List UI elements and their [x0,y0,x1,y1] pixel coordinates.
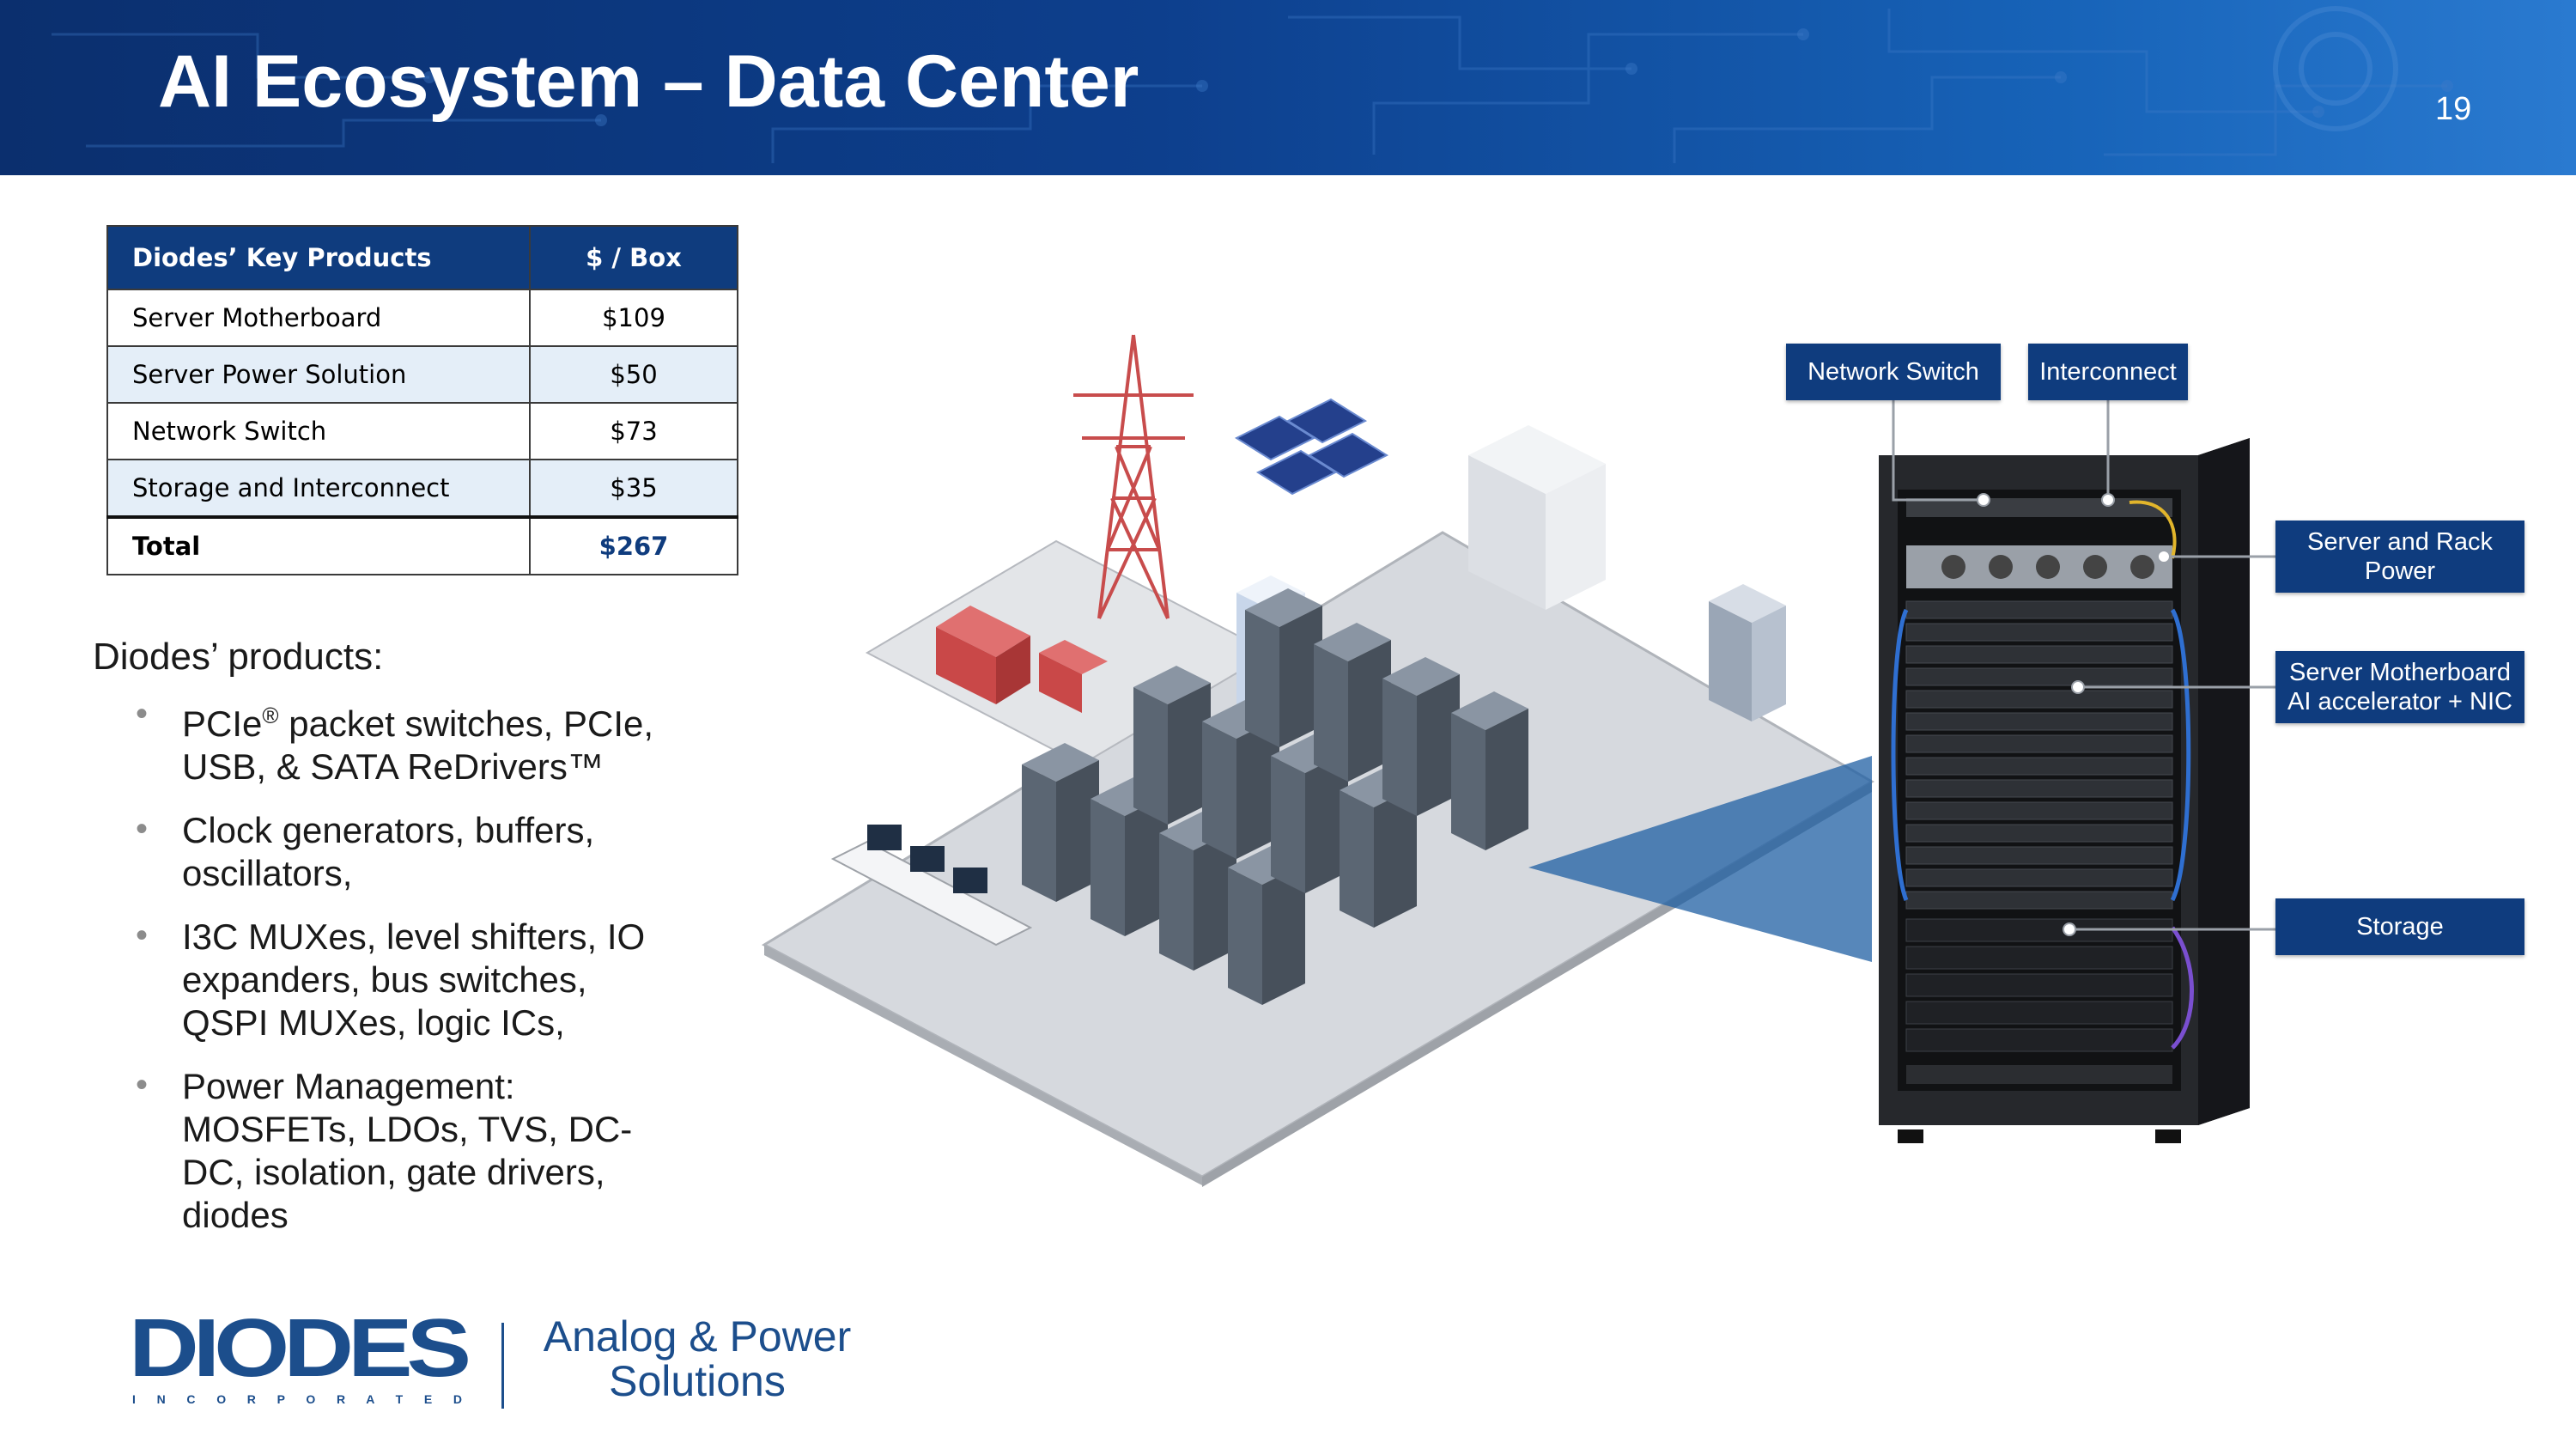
registered-mark: ® [262,703,279,728]
callout-storage: Storage [2275,898,2524,955]
transformer-icon [936,606,1108,713]
solar-panel-icon [1234,398,1389,496]
table-cell-price: $50 [529,345,738,404]
page-title: AI Ecosystem – Data Center [158,40,1139,123]
callout-server-motherboard: Server Motherboard AI accelerator + NIC [2275,651,2524,723]
bullet-text: PCIe [182,703,263,744]
bullet-icon: • [136,695,149,733]
callout-line: Power [2364,557,2436,585]
page-number: 19 [2435,91,2472,127]
list-item: • PCIe® packet switches, PCIe, USB, & SAT… [129,694,678,788]
table-cell-product: Server Power Solution [106,345,531,404]
table-cell-price: $109 [529,289,738,347]
table-row: Server Motherboard $109 [106,289,738,347]
bullet-icon: • [136,916,149,954]
control-desk-icon [830,825,1033,947]
table-row: Server Power Solution $50 [106,345,738,404]
table-header-row: Diodes’ Key Products $ / Box [106,225,738,290]
table-cell-product: Storage and Interconnect [106,459,531,518]
callout-interconnect: Interconnect [2028,344,2188,400]
bullet-text-cont: packet switches, PCIe, USB, & SATA ReDri… [182,703,654,787]
data-center-illustration [761,334,1874,1187]
server-rack-illustration [1879,438,2250,1143]
diodes-logo: DIODES I N C O R P O R A T E D [129,1314,472,1406]
transmission-tower-icon [1073,334,1194,619]
server-racks-group [1022,588,1528,1005]
table-cell-product: Server Motherboard [106,289,531,347]
table-row: Storage and Interconnect $35 [106,459,738,518]
bullet-icon: • [136,810,149,848]
logo-divider [501,1323,504,1409]
table-cell-price: $35 [529,459,738,518]
tagline-line: Solutions [609,1357,786,1405]
list-item: • Clock generators, buffers, oscillators, [129,809,678,895]
callout-line: Server and Rack [2307,528,2493,556]
circuit-background-graphic [52,6,2453,163]
table-total-label: Total [106,515,531,575]
bullet-icon: • [136,1066,149,1104]
bullet-text: Power Management: MOSFETs, LDOs, TVS, DC… [182,1066,633,1235]
table-header-price: $ / Box [529,225,738,290]
list-item: • I3C MUXes, level shifters, IO expanders… [129,916,678,1044]
tagline-line: Analog & Power [543,1312,852,1361]
table-total-row: Total $267 [106,515,738,575]
table-header-product: Diodes’ Key Products [106,225,531,290]
table-row: Network Switch $73 [106,402,738,460]
callout-network-switch: Network Switch [1786,344,2001,400]
list-item: • Power Management: MOSFETs, LDOs, TVS, D… [129,1065,678,1237]
products-bullet-list: • PCIe® packet switches, PCIe, USB, & SAT… [129,694,678,1257]
logo-subtext: I N C O R P O R A T E D [132,1392,462,1406]
callout-server-rack-power: Server and Rack Power [2275,521,2524,593]
table-cell-product: Network Switch [106,402,531,460]
header-banner: AI Ecosystem – Data Center 19 [0,0,2576,175]
logo-tagline: Analog & Power Solutions [529,1314,866,1403]
bullet-text: Clock generators, buffers, oscillators, [182,810,595,893]
callout-line: Server Motherboard [2289,659,2511,686]
products-heading: Diodes’ products: [93,636,384,678]
table-total-price: $267 [529,515,738,575]
logo-wordmark: DIODES [129,1314,469,1394]
callout-line: AI accelerator + NIC [2287,688,2512,715]
products-table: Diodes’ Key Products $ / Box Server Moth… [106,225,738,575]
bullet-text: I3C MUXes, level shifters, IO expanders,… [182,916,646,1043]
table-cell-price: $73 [529,402,738,460]
